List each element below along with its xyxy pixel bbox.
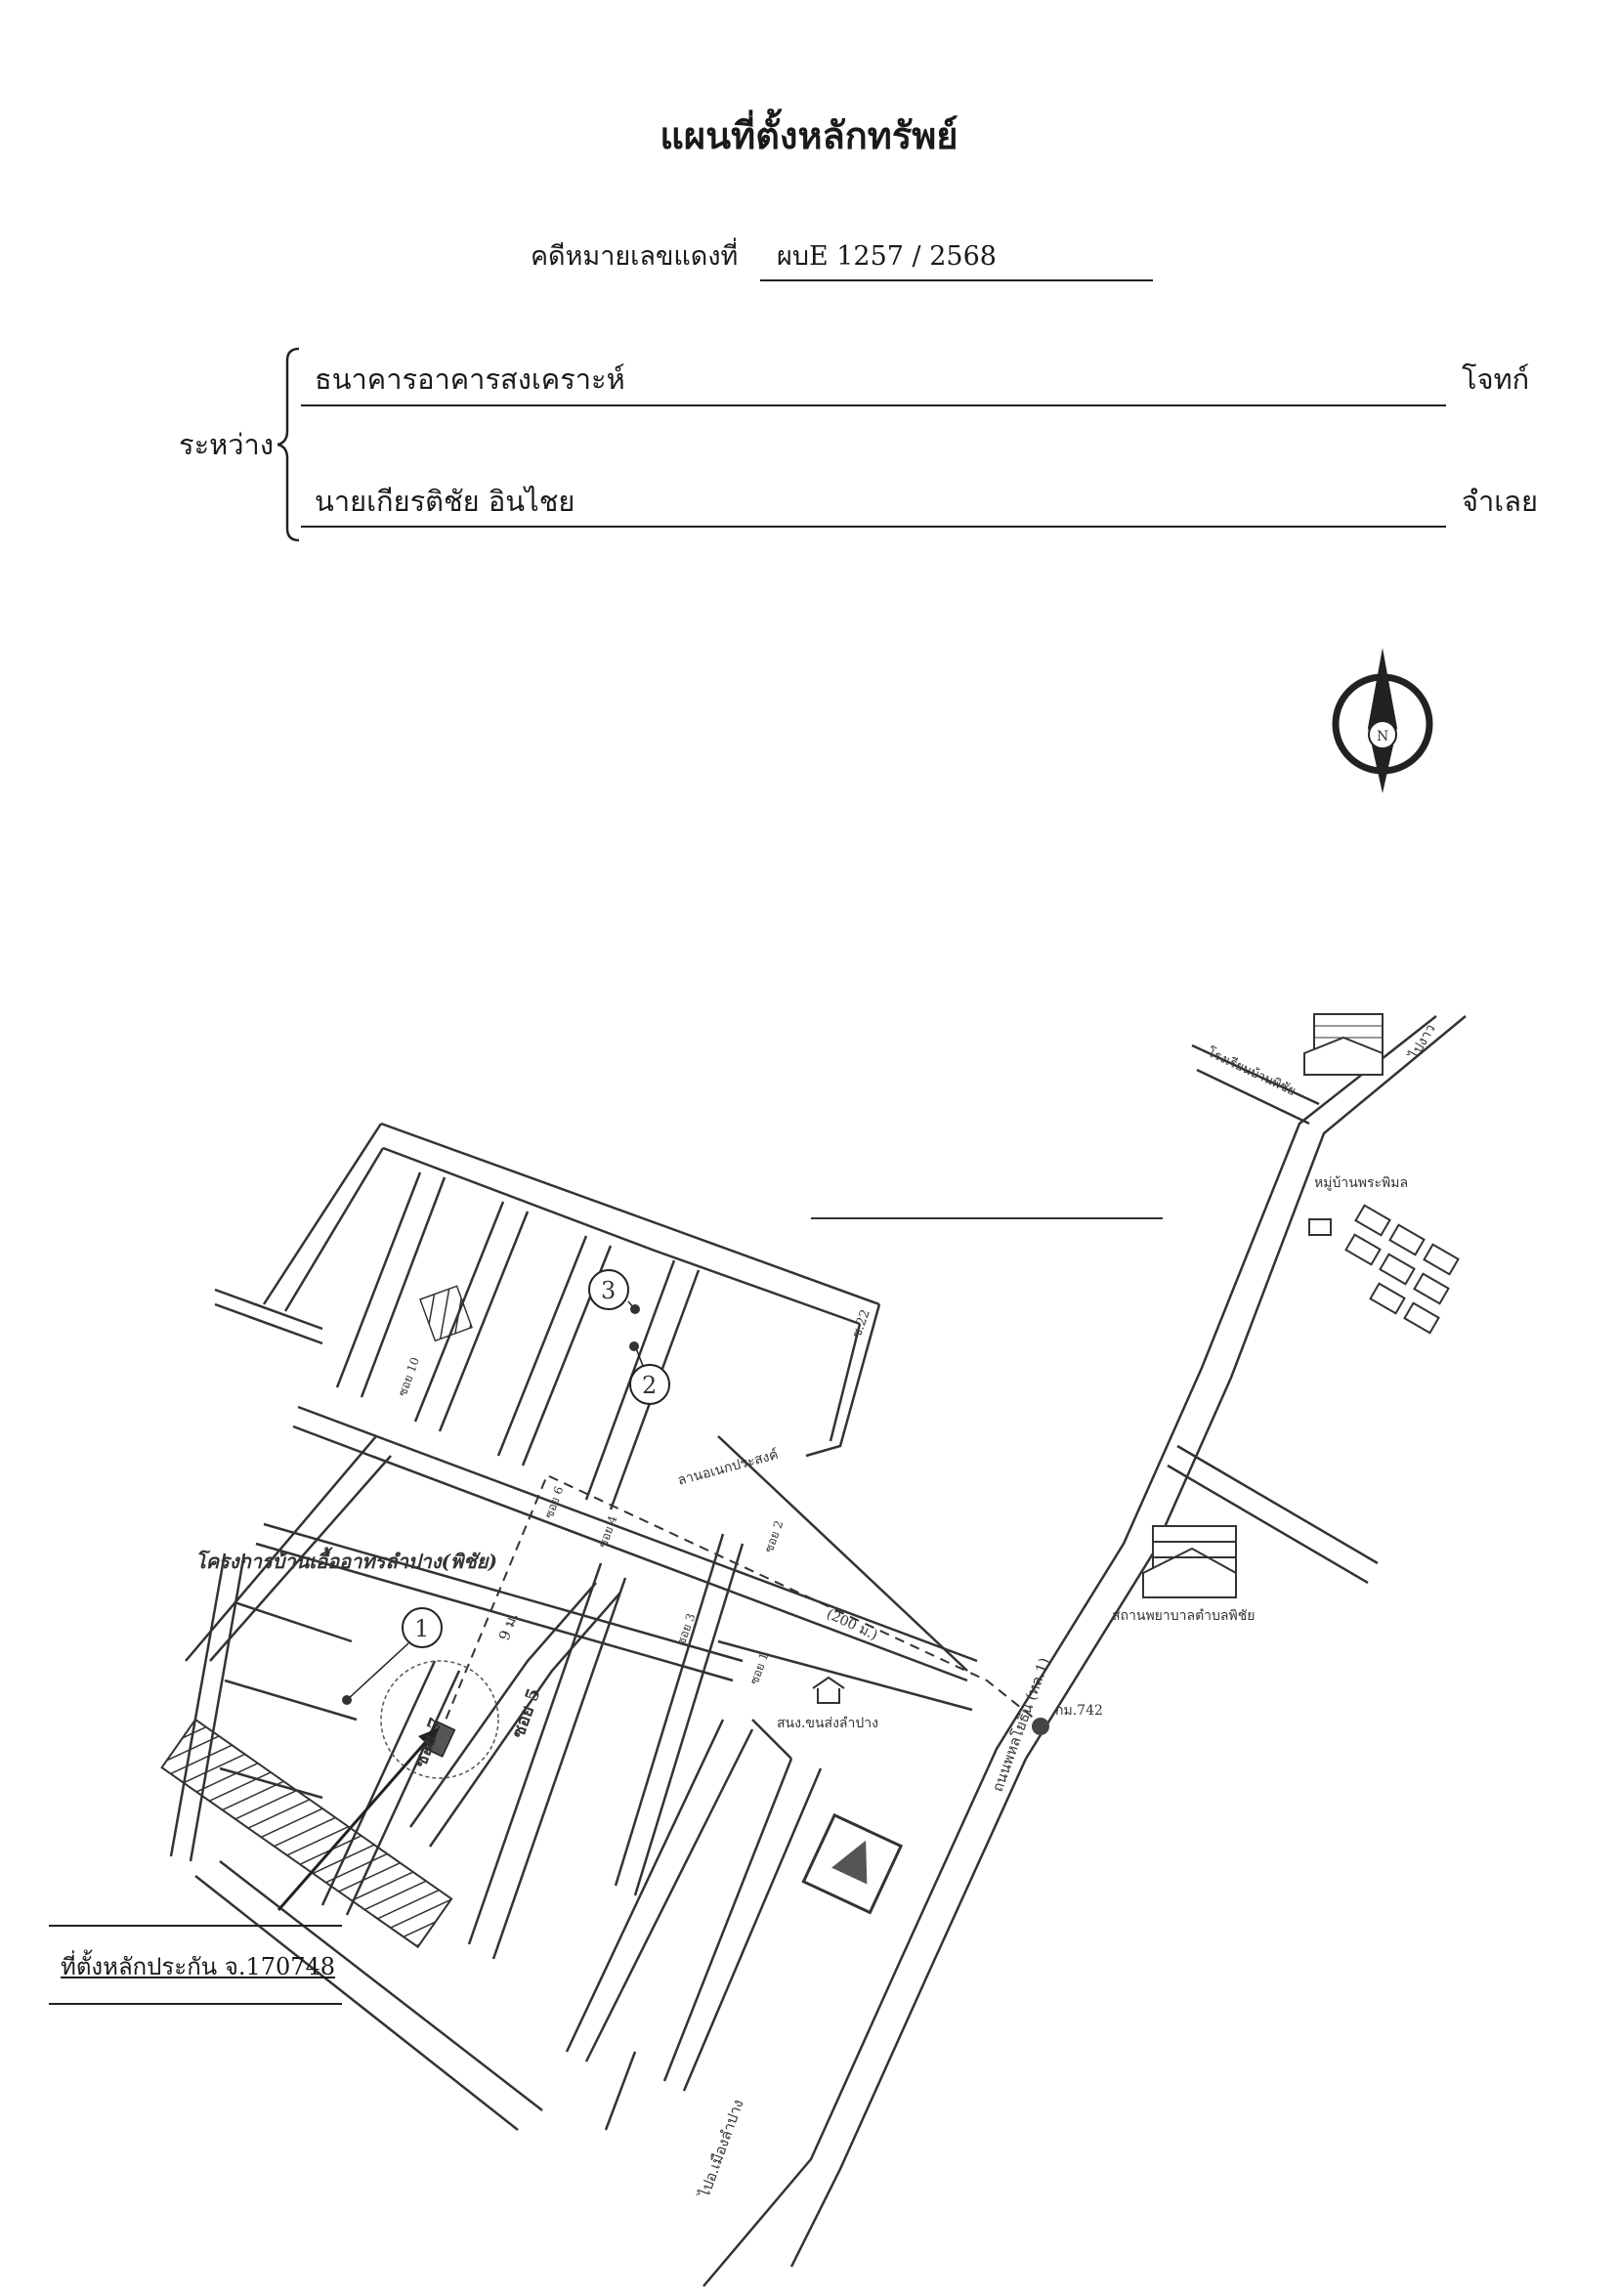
soi10-label: ซอย 10 [396, 1355, 422, 1398]
marker-3: 3 [588, 1269, 640, 1314]
school-icon [1303, 1013, 1384, 1076]
case-number: ผบE 1257 / 2568 [777, 241, 997, 272]
case-number-underline [760, 279, 1153, 281]
field-label: ลานอเนกประสงค์ [676, 1446, 781, 1489]
office-label: สนง.ขนส่งลำปาง [777, 1716, 878, 1731]
marker-2: 2 [629, 1341, 670, 1405]
party-brace [277, 347, 300, 542]
defendant-underline [301, 526, 1446, 528]
to-lampang-label: ไปอ.เมืองลำปาง [696, 2097, 747, 2200]
between-label: ระหว่าง [179, 428, 274, 461]
svg-text:2: 2 [642, 1372, 657, 1399]
collateral-pointer-arrow [277, 1727, 440, 1911]
hatched-small-block [419, 1285, 473, 1342]
side-road-right [1167, 1444, 1379, 1585]
defendant-role: จำเลย [1462, 485, 1538, 518]
hatched-lots [160, 1718, 453, 1949]
plaintiff-underline [301, 404, 1446, 406]
document-title: แผนที่ตั้งหลักทรัพย์ [660, 113, 958, 157]
plaintiff-role: โจทก์ [1462, 362, 1530, 396]
distance-9m-label: 9 ม. [495, 1610, 522, 1642]
top-branch-road [1191, 1043, 1320, 1126]
soi2-label: ซอย 2 [762, 1518, 787, 1554]
north-label: N [1377, 729, 1388, 744]
soi5-label: ซอย 5 [508, 1685, 545, 1740]
soi6-label: ซอย 6 [542, 1484, 567, 1520]
km-label: กม.742 [1055, 1703, 1103, 1719]
village-label: หมู่บ้านพระพิมล [1314, 1175, 1408, 1191]
case-number-label: คดีหมายเลขแดงที่ [531, 241, 739, 272]
svg-text:1: 1 [414, 1615, 429, 1642]
main-highway [703, 1015, 1467, 2287]
defendant-name: นายเกียรติชัย อินไชย [315, 485, 575, 518]
svg-text:3: 3 [601, 1277, 616, 1304]
temple-icon [801, 1812, 904, 1915]
marker-1: 1 [342, 1607, 443, 1705]
school-label: โรงเรียนบ้านพิชัย [1205, 1044, 1298, 1099]
plaintiff-name: ธนาคารอาคารสงเคราะห์ [315, 362, 625, 396]
radius-circle [380, 1660, 499, 1779]
hospital-icon [1142, 1525, 1237, 1598]
housing-project-roads [169, 1122, 978, 2131]
soi1-label: ซอย 1 [747, 1650, 772, 1686]
office-icon [812, 1676, 845, 1704]
collateral-label: ที่ตั้งหลักประกัน จ.170748 [61, 1953, 336, 1980]
km-marker-dot [1032, 1718, 1049, 1735]
north-arrow-icon: N [1332, 648, 1433, 793]
village-houses-icon [1308, 1204, 1460, 1335]
route-dashed-line [439, 1473, 1037, 1735]
project-label: โครงการบ้านเอื้ออาทรลำปาง(พิชัย) [195, 1547, 497, 1573]
hospital-label: สถานพยาบาลตำบลพิชัย [1112, 1608, 1255, 1624]
collateral-callout-box [49, 1925, 342, 2005]
